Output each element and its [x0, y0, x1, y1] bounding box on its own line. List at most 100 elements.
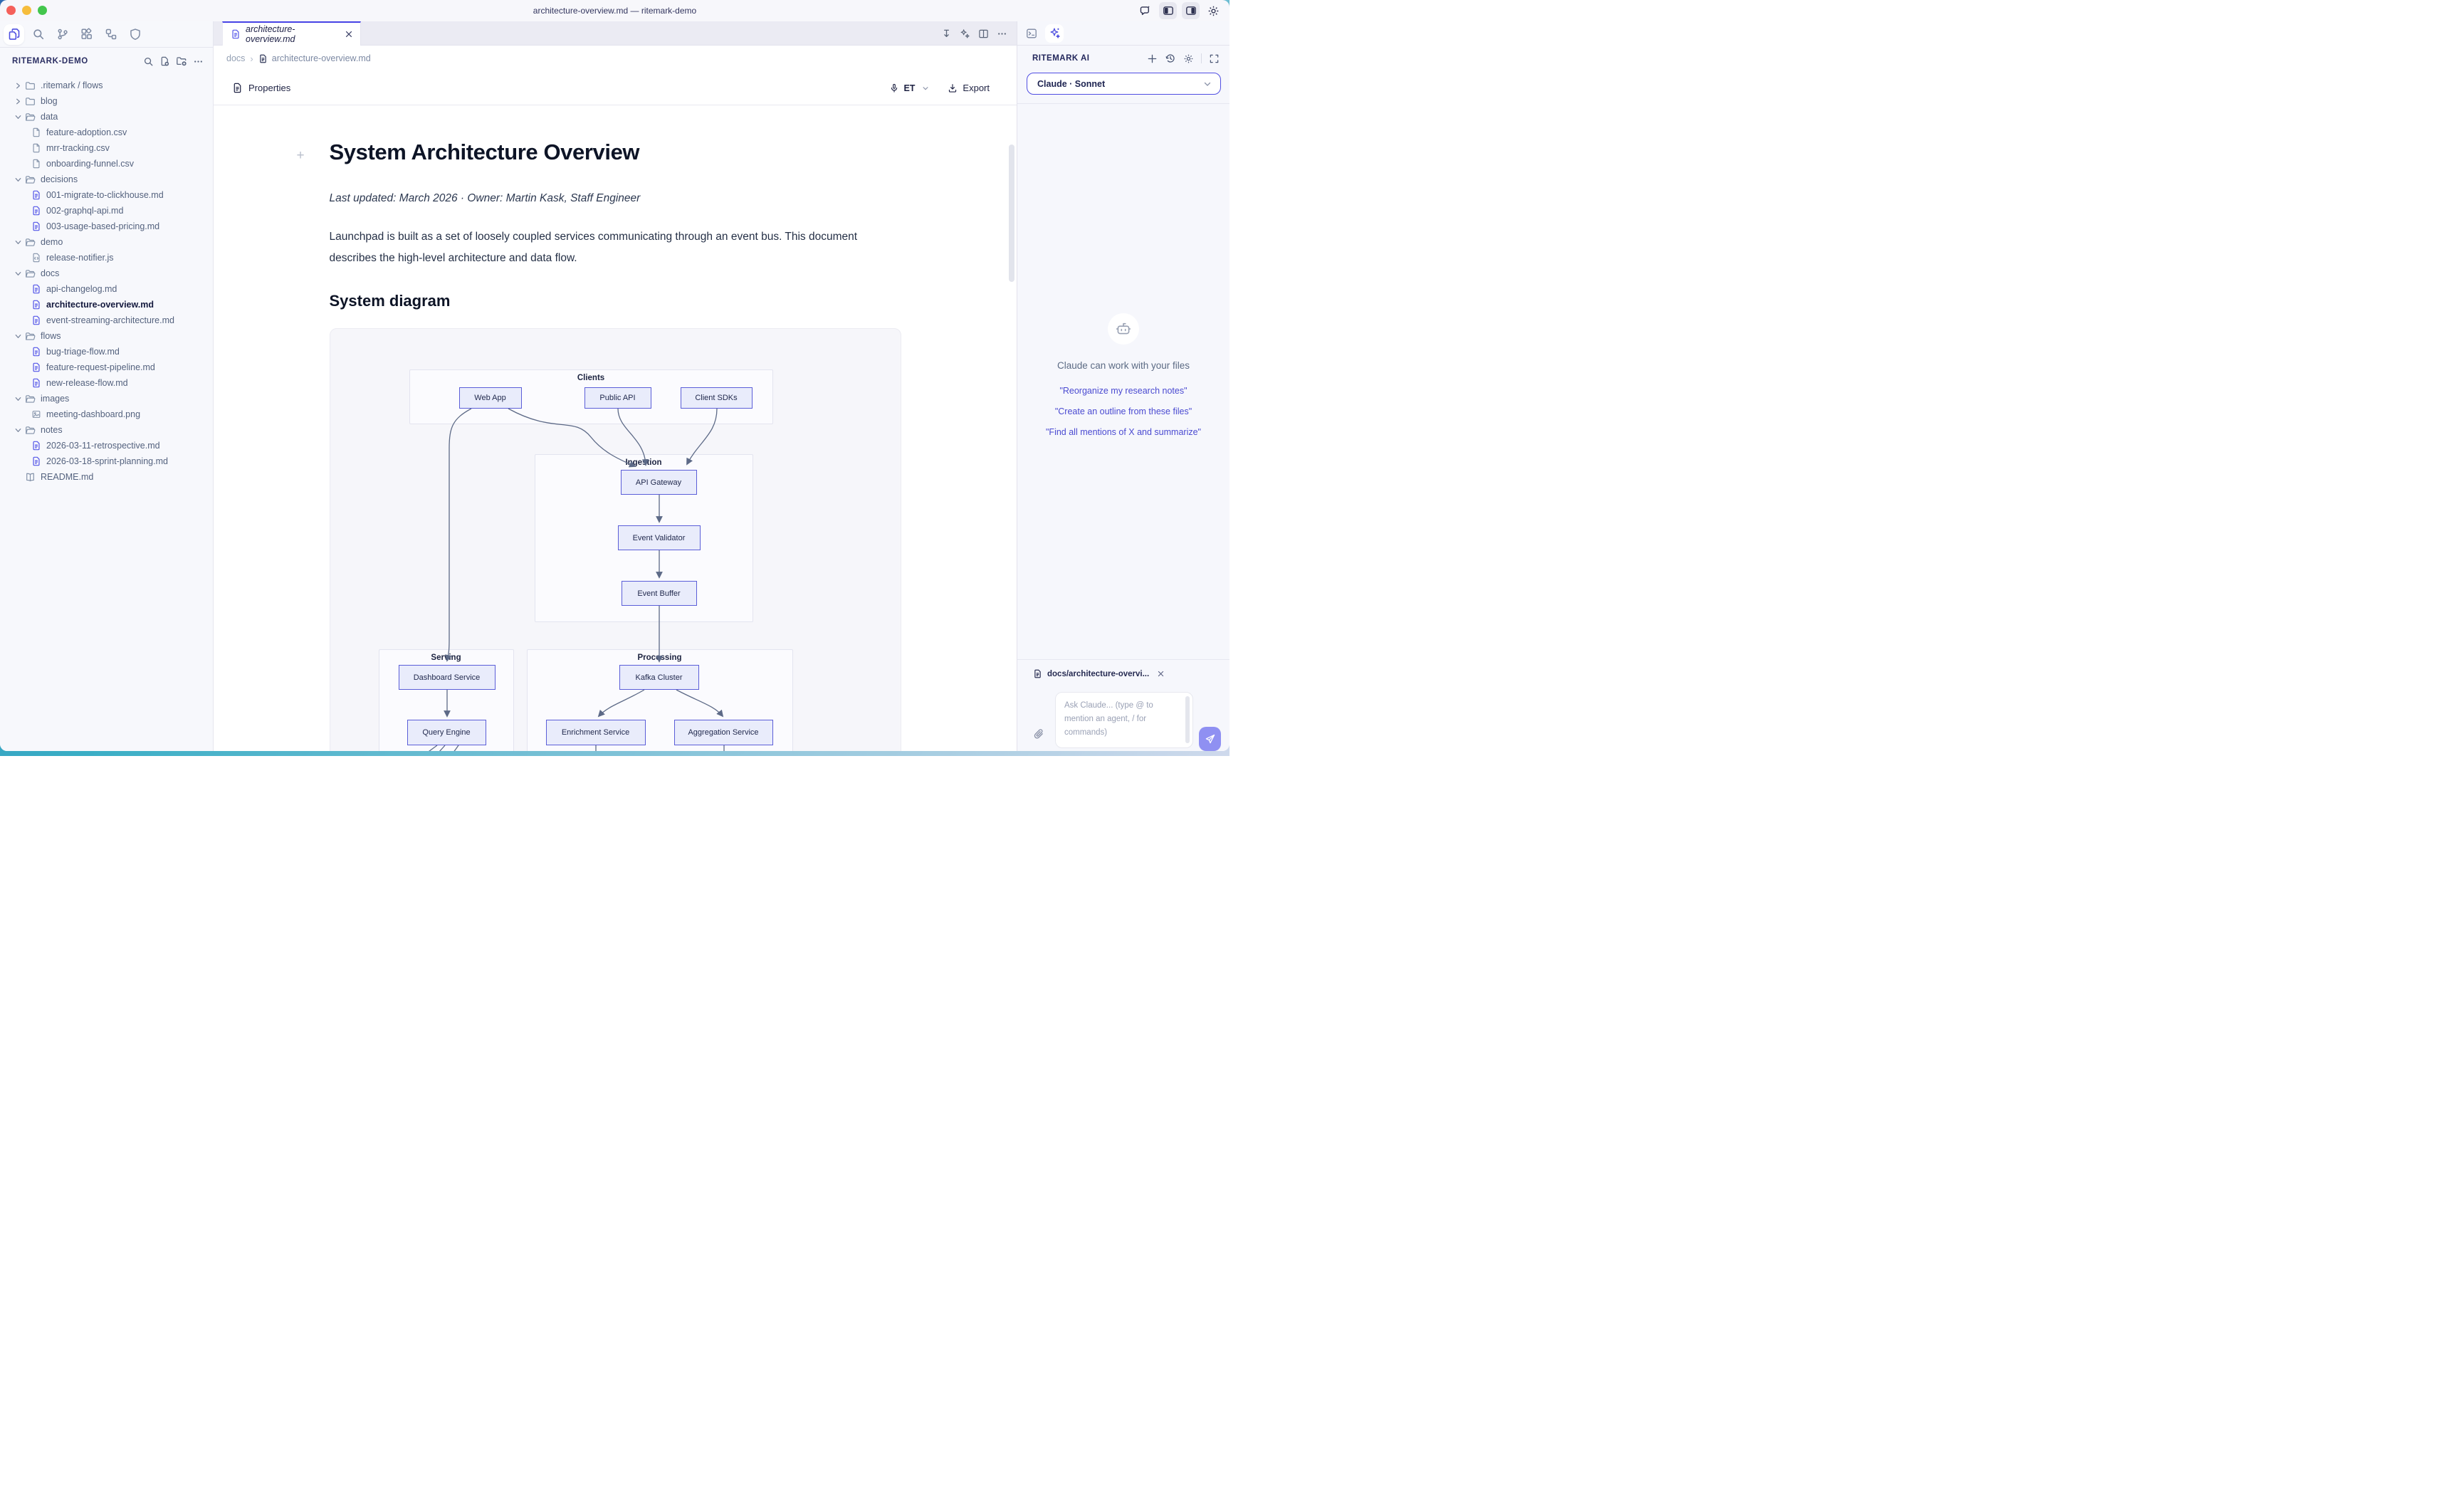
tree-file-feature-request-pipeline-md[interactable]: feature-request-pipeline.md	[0, 359, 213, 375]
explorer-search-icon[interactable]	[143, 56, 154, 67]
new-file-icon[interactable]	[159, 56, 170, 67]
history-icon[interactable]	[1165, 53, 1176, 64]
tree-folder-data[interactable]: data	[0, 109, 213, 125]
toggle-right-panel-icon[interactable]	[1182, 2, 1200, 19]
tree-file-event-streaming-architecture-md[interactable]: event-streaming-architecture.md	[0, 313, 213, 328]
suggestion-link-3[interactable]: "Find all mentions of X and summarize"	[1046, 427, 1201, 437]
tree-item-label: README.md	[41, 472, 94, 482]
source-control-icon[interactable]	[52, 24, 73, 45]
edge-query-engine-to-offscreen	[428, 745, 437, 751]
tree-folder-flows[interactable]: flows	[0, 328, 213, 344]
suggestion-link-2[interactable]: "Create an outline from these files"	[1054, 406, 1192, 416]
tree-file-001-migrate-to-clickhouse-md[interactable]: 001-migrate-to-clickhouse.md	[0, 187, 213, 203]
search-icon[interactable]	[28, 24, 48, 45]
folder-icon	[24, 96, 36, 107]
markdown-file-icon	[30, 206, 42, 216]
tree-file-002-graphql-api-md[interactable]: 002-graphql-api.md	[0, 203, 213, 219]
close-tab-icon[interactable]	[345, 30, 353, 38]
tree-file-readme-md[interactable]: README.md	[0, 469, 213, 485]
breadcrumb-folder[interactable]: docs	[226, 53, 246, 63]
chevron-down-icon	[11, 113, 24, 121]
zoom-window-button[interactable]	[38, 6, 47, 15]
extensions-icon[interactable]	[76, 24, 97, 45]
tree-folder-demo[interactable]: demo	[0, 234, 213, 250]
expand-panel-icon[interactable]	[1209, 53, 1220, 64]
tab-architecture-overview[interactable]: architecture-overview.md	[222, 21, 361, 46]
typewriter-scroll-icon[interactable]	[940, 28, 953, 39]
security-icon[interactable]	[125, 24, 145, 45]
tree-file-bug-triage-flow-md[interactable]: bug-triage-flow.md	[0, 344, 213, 359]
suggestion-link-1[interactable]: "Reorganize my research notes"	[1059, 386, 1187, 396]
tree-file-architecture-overview-md[interactable]: architecture-overview.md	[0, 297, 213, 313]
sparkles-icon[interactable]	[958, 28, 971, 39]
tree-folder-blog[interactable]: blog	[0, 93, 213, 109]
tree-file-2026-03-18-sprint-planning-md[interactable]: 2026-03-18-sprint-planning.md	[0, 453, 213, 469]
tree-item-label: 002-graphql-api.md	[46, 206, 124, 216]
tree-file-2026-03-11-retrospective-md[interactable]: 2026-03-11-retrospective.md	[0, 438, 213, 453]
diagram-node-dashboard-service[interactable]: Dashboard Service	[398, 665, 496, 690]
tree-file-003-usage-based-pricing-md[interactable]: 003-usage-based-pricing.md	[0, 219, 213, 234]
properties-button[interactable]: Properties	[232, 83, 290, 93]
more-icon[interactable]	[995, 28, 1008, 39]
settings-icon[interactable]	[1205, 2, 1222, 19]
tree-folder-decisions[interactable]: decisions	[0, 172, 213, 187]
tree-file-feature-adoption-csv[interactable]: feature-adoption.csv	[0, 125, 213, 140]
chevron-down-icon	[11, 176, 24, 184]
tree-item-label: 2026-03-11-retrospective.md	[46, 441, 160, 451]
panel-title: RITEMARK AI	[1032, 54, 1090, 63]
editor-scrollbar[interactable]	[1009, 145, 1014, 282]
tree-item-label: 2026-03-18-sprint-planning.md	[46, 456, 168, 466]
tree-folder-images[interactable]: images	[0, 391, 213, 406]
more-actions-icon[interactable]	[193, 56, 204, 67]
diagram-node-public-api[interactable]: Public API	[584, 387, 651, 409]
diagram-node-kafka-cluster[interactable]: Kafka Cluster	[619, 665, 699, 690]
panel-settings-icon[interactable]	[1183, 53, 1194, 64]
close-window-button[interactable]	[6, 6, 16, 15]
remove-attachment-icon[interactable]	[1157, 670, 1165, 678]
language-selector[interactable]: ET	[889, 83, 929, 93]
attachment-chip[interactable]: docs/architecture-overvi...	[1033, 669, 1165, 678]
export-button[interactable]: Export	[948, 83, 990, 93]
flows-icon[interactable]	[100, 24, 121, 45]
diagram-node-client-sdks[interactable]: Client SDKs	[680, 387, 753, 409]
tree-item-label: demo	[41, 237, 63, 247]
tree-folder-notes[interactable]: notes	[0, 422, 213, 438]
tree-file-onboarding-funnel-csv[interactable]: onboarding-funnel.csv	[0, 156, 213, 172]
tree-item-label: new-release-flow.md	[46, 378, 128, 388]
tree-folder-docs[interactable]: docs	[0, 266, 213, 281]
new-folder-icon[interactable]	[176, 56, 187, 67]
tree-file-api-changelog-md[interactable]: api-changelog.md	[0, 281, 213, 297]
model-select[interactable]: Claude · Sonnet	[1027, 73, 1221, 95]
insert-block-icon[interactable]: +	[296, 148, 305, 163]
ai-sparkle-icon[interactable]	[1045, 23, 1064, 43]
diagram-node-api-gateway[interactable]: API Gateway	[620, 470, 697, 495]
diagram-node-enrichment-service[interactable]: Enrichment Service	[545, 720, 646, 745]
diagram-node-event-validator[interactable]: Event Validator	[617, 525, 701, 550]
markdown-file-icon	[30, 456, 42, 466]
tree-folder-ritemark-flows[interactable]: .ritemark / flows	[0, 78, 213, 93]
attach-file-icon[interactable]	[1033, 728, 1045, 740]
tree-file-mrr-tracking-csv[interactable]: mrr-tracking.csv	[0, 140, 213, 156]
chevron-down-icon	[11, 395, 24, 403]
minimize-window-button[interactable]	[22, 6, 31, 15]
toggle-left-panel-icon[interactable]	[1159, 2, 1177, 19]
tree-file-release-notifier-js[interactable]: release-notifier.js	[0, 250, 213, 266]
diagram-node-web-app[interactable]: Web App	[458, 387, 522, 409]
breadcrumb-file[interactable]: architecture-overview.md	[271, 53, 371, 63]
split-editor-icon[interactable]	[977, 28, 990, 39]
file-icon	[30, 127, 42, 137]
tree-file-new-release-flow-md[interactable]: new-release-flow.md	[0, 375, 213, 391]
diagram-node-event-buffer[interactable]: Event Buffer	[621, 581, 697, 606]
terminal-icon[interactable]	[1022, 24, 1041, 43]
ask-claude-input[interactable]	[1055, 692, 1193, 748]
tree-file-meeting-dashboard-png[interactable]: meeting-dashboard.png	[0, 406, 213, 422]
diagram-node-aggregation-service[interactable]: Aggregation Service	[673, 720, 773, 745]
tree-item-label: notes	[41, 425, 63, 435]
new-chat-icon[interactable]	[1147, 53, 1158, 64]
diagram-node-query-engine[interactable]: Query Engine	[407, 720, 486, 745]
send-button[interactable]	[1199, 727, 1221, 751]
explorer-icon[interactable]	[4, 23, 24, 45]
ai-chat-icon[interactable]	[1136, 2, 1154, 19]
